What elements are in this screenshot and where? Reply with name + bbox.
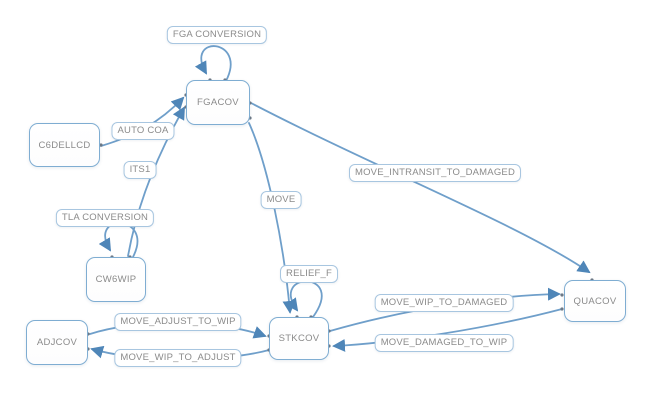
edge-label-move[interactable]: MOVE <box>260 191 302 209</box>
edge-relief-f-selfloop[interactable] <box>285 280 323 318</box>
edge-move-damaged-to-wip[interactable] <box>332 308 563 352</box>
connector-dots <box>86 78 594 352</box>
node-c6dellcd[interactable]: C6DELLCD <box>29 123 100 167</box>
edge-label-fga-conversion[interactable]: FGA CONVERSION <box>166 26 268 44</box>
edge-label-tla-conversion[interactable]: TLA CONVERSION <box>55 209 155 227</box>
edge-tla-conversion-selfloop[interactable] <box>98 222 139 258</box>
node-quacov[interactable]: QUACOV <box>564 280 626 322</box>
node-adjcov[interactable]: ADJCOV <box>26 320 88 365</box>
node-cw6wip[interactable]: CW6WIP <box>86 257 146 302</box>
edge-label-move-wip-to-adjust[interactable]: MOVE_WIP_TO_ADJUST <box>114 349 242 367</box>
edge-label-move-intransit-to-damaged[interactable]: MOVE_INTRANSIT_TO_DAMAGED <box>348 164 522 182</box>
edge-fga-conversion-selfloop[interactable] <box>194 45 232 82</box>
edge-label-relief-f[interactable]: RELIEF_F <box>280 265 338 283</box>
edge-move-intransit-to-damaged[interactable] <box>250 102 591 274</box>
node-fgacov[interactable]: FGACOV <box>186 80 250 125</box>
edge-label-move-damaged-to-wip[interactable]: MOVE_DAMAGED_TO_WIP <box>374 334 514 352</box>
edge-label-move-adjust-to-wip[interactable]: MOVE_ADJUST_TO_WIP <box>114 313 242 331</box>
edge-label-auto-coa[interactable]: AUTO COA <box>111 122 175 140</box>
edge-label-its1[interactable]: ITS1 <box>123 161 157 179</box>
edge-move[interactable] <box>248 122 296 314</box>
edge-label-move-wip-to-damaged[interactable]: MOVE_WIP_TO_DAMAGED <box>374 294 514 312</box>
node-stkcov[interactable]: STKCOV <box>269 317 329 360</box>
